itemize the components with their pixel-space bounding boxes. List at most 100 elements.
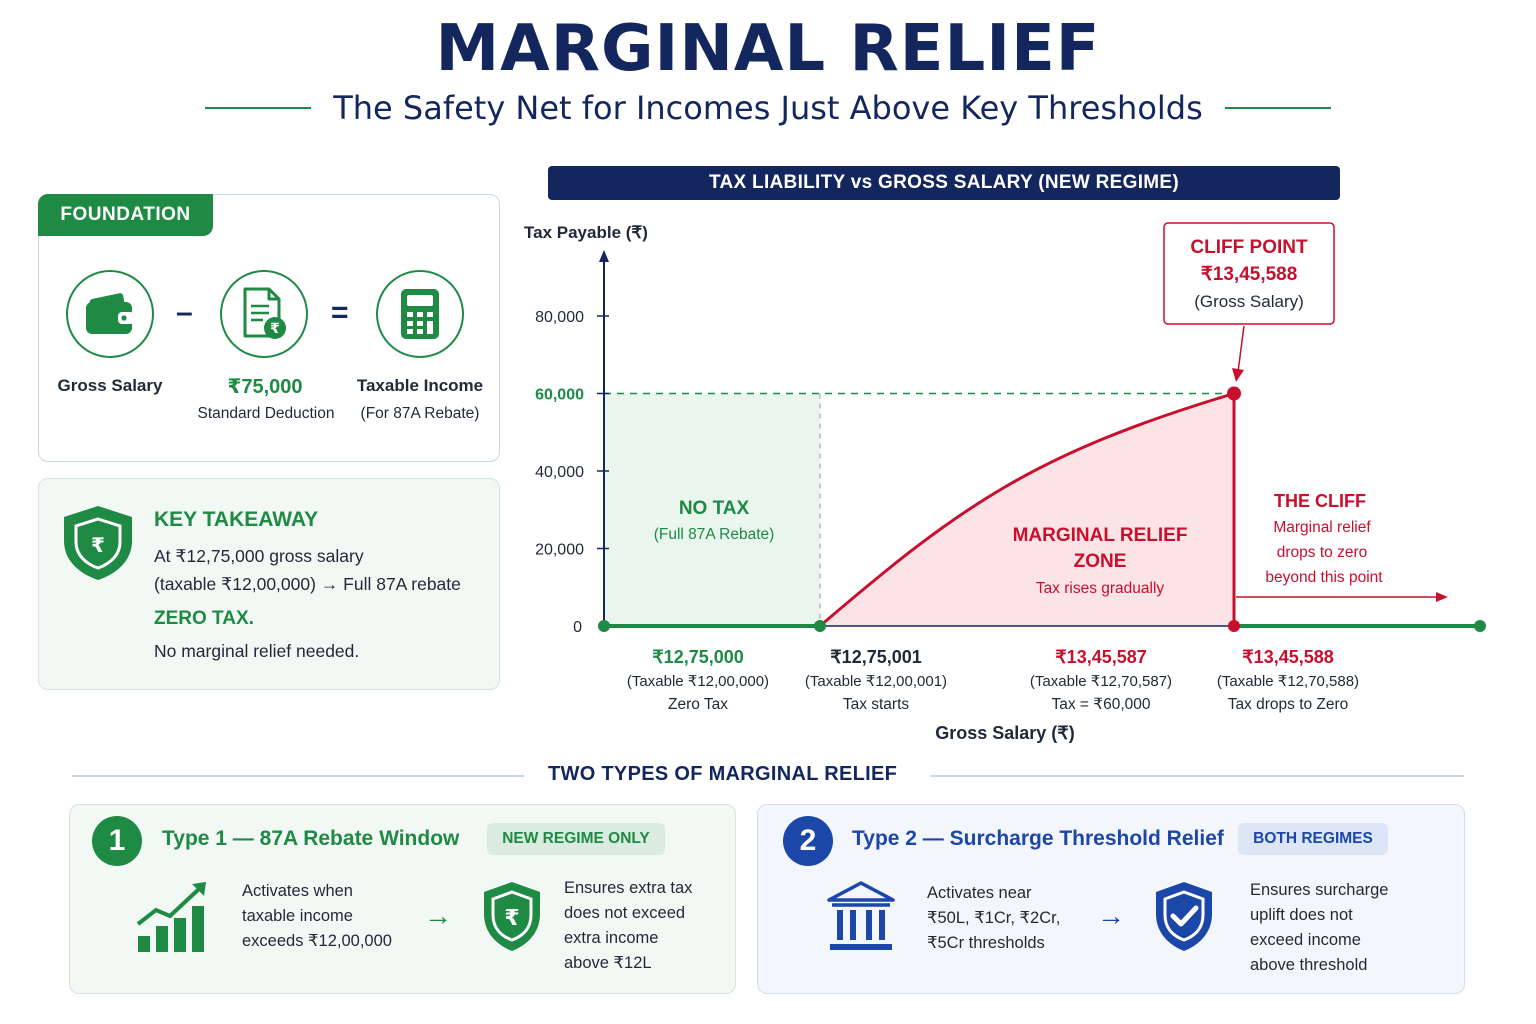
section-rule-left	[72, 775, 524, 777]
cliff-callout-arrow	[1237, 325, 1245, 373]
cliff-note-line: beyond this point	[1265, 569, 1383, 586]
cliff-note-line: drops to zero	[1277, 544, 1367, 561]
data-point	[1227, 386, 1241, 401]
no-tax-zone	[604, 393, 820, 626]
tax-liability-chart: Tax Payable (₹) 80,000 60,000 40,000 20,000 0…	[524, 222, 1486, 743]
x-tick-note: Tax starts	[843, 696, 910, 713]
type-1-desc-1: Activates when taxable income exceeds ₹1…	[242, 879, 392, 954]
data-point	[814, 620, 826, 632]
cliff-callout-value: ₹13,45,588	[1201, 264, 1298, 285]
cliff-callout-sub: (Gross Salary)	[1194, 292, 1304, 311]
no-tax-label: NO TAX	[679, 498, 750, 519]
type-2-desc-2-line: uplift does not	[1250, 906, 1353, 924]
type-1-desc-2-line: does not exceed	[564, 904, 686, 922]
type-2-desc-1-line: Activates near	[927, 884, 1032, 902]
type-1-desc-2-line: extra income	[564, 929, 659, 947]
y-axis-label: Tax Payable (₹)	[524, 223, 648, 242]
x-tick-label: ₹13,45,588	[1242, 647, 1334, 667]
x-tick-label: ₹12,75,001	[830, 647, 922, 667]
cliff-callout-arrowhead	[1232, 368, 1244, 382]
y-axis-arrow	[599, 250, 609, 262]
arrow-right-icon: →	[424, 900, 452, 931]
type-2-number: 2	[783, 816, 833, 866]
shield-check-icon	[1156, 882, 1212, 951]
document-rupee-icon: ₹	[243, 287, 286, 339]
cliff-note-line: Marginal relief	[1273, 519, 1371, 536]
y-tick-label: 80,000	[535, 309, 584, 326]
svg-text:₹: ₹	[270, 321, 280, 337]
shield-rupee-icon: ₹	[484, 882, 540, 951]
type-1-desc-2-line: Ensures extra tax	[564, 879, 693, 897]
type-2-desc-2-line: exceed income	[1250, 931, 1361, 949]
foundation-badge: FOUNDATION	[38, 194, 213, 236]
type-2-desc-1-line: ₹5Cr thresholds	[927, 934, 1045, 952]
two-types-title: TWO TYPES OF MARGINAL RELIEF	[548, 763, 898, 785]
type-1-desc-2: Ensures extra tax does not exceed extra …	[564, 876, 692, 976]
svg-text:₹: ₹	[504, 906, 519, 931]
key-takeaway-line-3: No marginal relief needed.	[154, 641, 360, 661]
deduction-label: Standard Deduction	[197, 405, 335, 422]
type-2-desc-1-line: ₹50L, ₹1Cr, ₹2Cr,	[927, 909, 1061, 927]
data-point	[1228, 620, 1240, 632]
x-tick-taxable: (Taxable ₹12,00,001)	[805, 673, 947, 690]
marginal-relief-zone	[820, 393, 1234, 626]
relief-zone-label: MARGINAL RELIEF	[1013, 525, 1188, 546]
bank-building-icon	[827, 881, 895, 950]
taxable-income-label: Taxable Income	[356, 376, 484, 395]
subtitle-rule-left	[205, 107, 312, 109]
svg-text:₹: ₹	[91, 533, 105, 557]
arrow-right-icon: →	[1097, 900, 1125, 931]
wallet-icon	[86, 293, 134, 334]
x-tick-note: Tax = ₹60,000	[1051, 696, 1150, 713]
type-1-desc-1-line: Activates when	[242, 882, 353, 900]
subtitle-row: The Safety Net for Incomes Just Above Ke…	[0, 86, 1536, 130]
relief-zone-label: ZONE	[1074, 551, 1127, 572]
x-tick-taxable: (Taxable ₹12,70,587)	[1030, 673, 1172, 690]
type-1-pill: NEW REGIME ONLY	[487, 823, 665, 855]
type-2-pill: BOTH REGIMES	[1238, 823, 1388, 855]
two-types-header: TWO TYPES OF MARGINAL RELIEF	[72, 762, 1464, 790]
y-tick-label: 60,000	[535, 387, 584, 404]
data-point	[1474, 620, 1486, 632]
x-tick-taxable: (Taxable ₹12,00,000)	[627, 673, 769, 690]
shield-rupee-icon: ₹	[64, 506, 132, 580]
minus-operator: –	[176, 296, 193, 329]
type-1-title: Type 1 — 87A Rebate Window	[162, 827, 460, 850]
type-2-desc-1: Activates near ₹50L, ₹1Cr, ₹2Cr, ₹5Cr th…	[927, 881, 1060, 956]
type-1-desc-1-line: exceeds ₹12,00,000	[242, 932, 392, 950]
page-subtitle: The Safety Net for Incomes Just Above Ke…	[333, 89, 1203, 127]
page-title: MARGINAL RELIEF	[435, 12, 1101, 86]
y-tick-label: 40,000	[535, 464, 584, 481]
type-2-desc-2-line: above threshold	[1250, 956, 1368, 974]
gross-salary-label: Gross Salary	[57, 376, 163, 395]
section-rule-right	[930, 775, 1464, 777]
type-2-title: Type 2 — Surcharge Threshold Relief	[852, 827, 1224, 850]
key-takeaway-line-2: (taxable ₹12,00,000) → Full 87A rebate	[154, 574, 461, 594]
x-tick-taxable: (Taxable ₹12,70,588)	[1217, 673, 1359, 690]
x-tick-note: Zero Tax	[668, 696, 728, 713]
no-tax-sub: (Full 87A Rebate)	[654, 526, 775, 543]
key-takeaway-zero-tax: ZERO TAX.	[154, 608, 254, 629]
taxable-income-sub: (For 87A Rebate)	[360, 405, 480, 422]
cliff-note-title: THE CLIFF	[1274, 491, 1366, 511]
x-axis-label: Gross Salary (₹)	[935, 723, 1075, 743]
series-line-marginal-relief	[819, 392, 1235, 628]
deduction-value: ₹75,000	[227, 376, 303, 398]
relief-zone-sub: Tax rises gradually	[1036, 580, 1165, 597]
cliff-callout-box	[1163, 222, 1335, 325]
type-1-desc-1-line: taxable income	[242, 907, 353, 925]
x-tick-label: ₹13,45,587	[1055, 647, 1147, 667]
x-tick-label: ₹12,75,000	[652, 647, 744, 667]
equals-operator: =	[331, 296, 349, 329]
cliff-callout-title: CLIFF POINT	[1190, 237, 1308, 258]
type-2-desc-2: Ensures surcharge uplift does not exceed…	[1250, 878, 1389, 978]
y-tick-label: 0	[573, 619, 582, 636]
key-takeaway-line-1: At ₹12,75,000 gross salary	[154, 546, 364, 566]
cliff-note-arrowhead	[1436, 592, 1448, 602]
type-1-desc-2-line: above ₹12L	[564, 954, 652, 972]
growth-chart-icon	[136, 882, 206, 952]
type-1-number: 1	[92, 816, 142, 866]
document-circle: ₹	[220, 270, 308, 358]
y-tick-label: 20,000	[535, 542, 584, 559]
subtitle-rule-right	[1224, 107, 1331, 109]
